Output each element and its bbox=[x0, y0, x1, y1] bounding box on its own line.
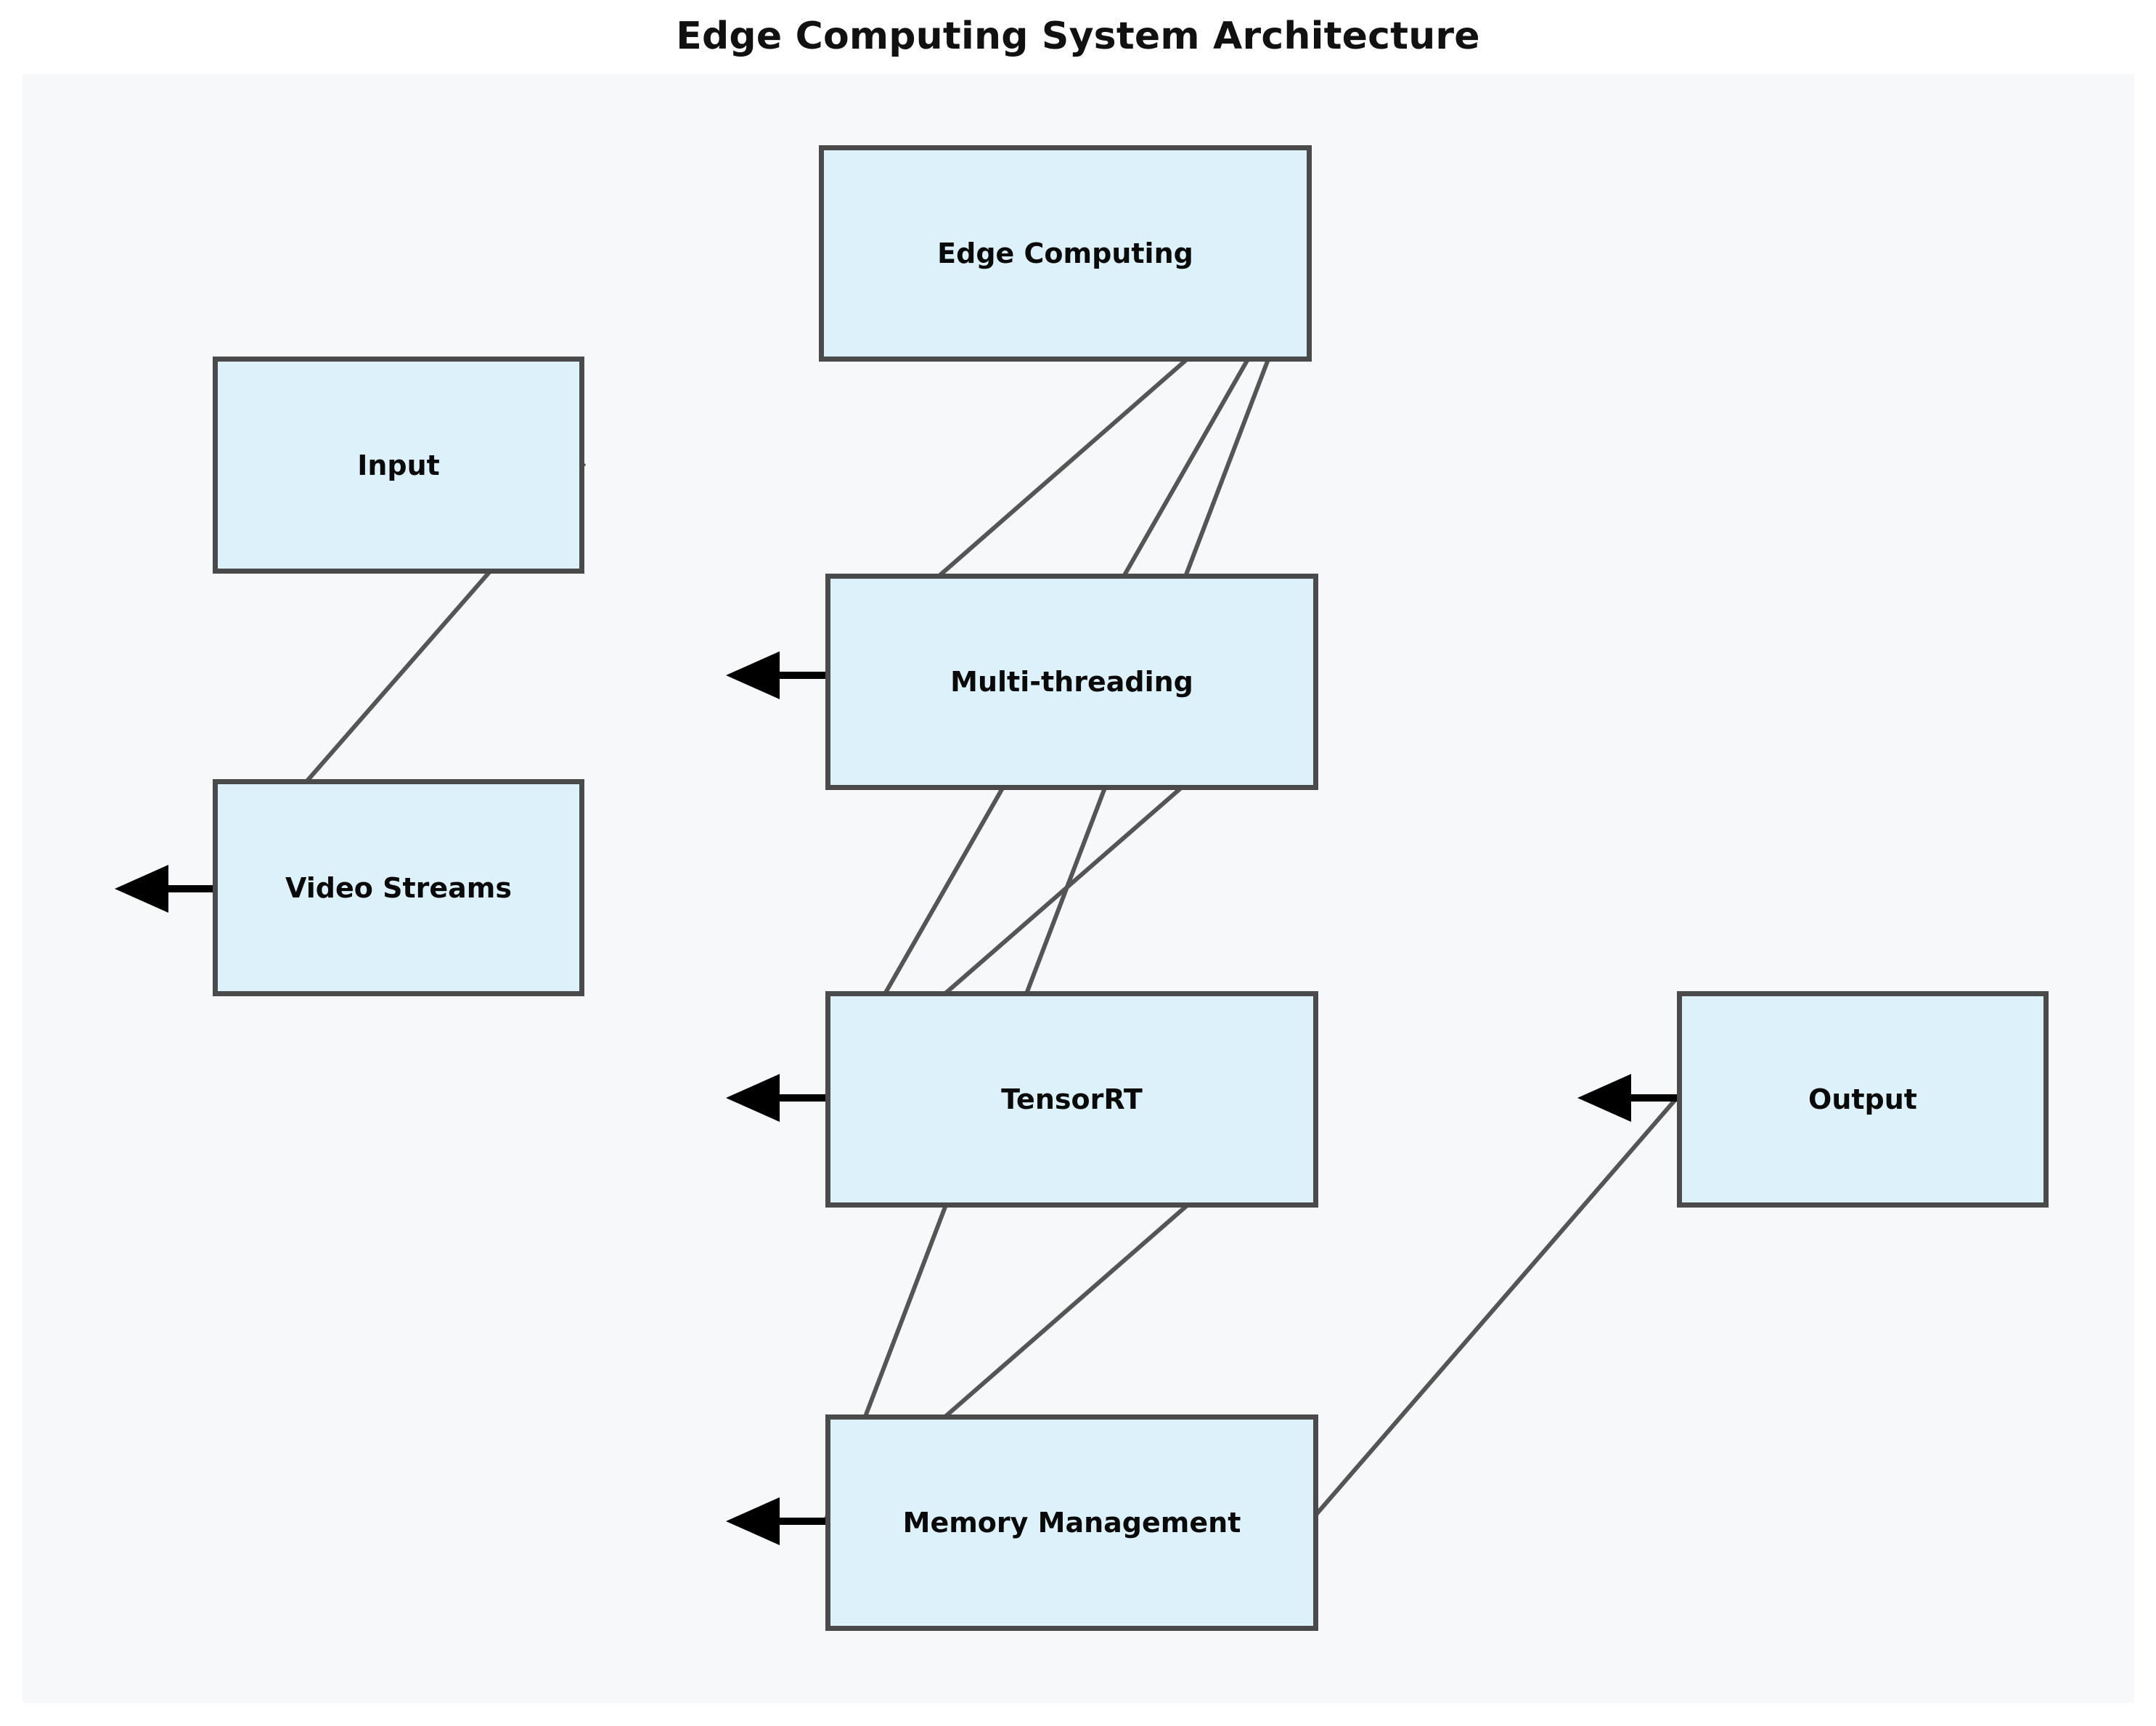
arrow-head bbox=[726, 651, 780, 699]
node-multi_threading[interactable]: Multi-threading bbox=[825, 574, 1318, 790]
node-label-edge_computing: Edge Computing bbox=[937, 237, 1193, 269]
node-video_streams[interactable]: Video Streams bbox=[213, 779, 584, 996]
node-memory_management[interactable]: Memory Management bbox=[825, 1414, 1318, 1631]
node-label-output: Output bbox=[1808, 1083, 1917, 1115]
arrow-head bbox=[115, 865, 168, 913]
arrow-marker-video_streams bbox=[115, 865, 214, 913]
node-input[interactable]: Input bbox=[213, 357, 584, 574]
node-label-input: Input bbox=[357, 449, 440, 481]
node-label-multi_threading: Multi-threading bbox=[950, 666, 1193, 698]
edge-edge_computing-to-memory_management bbox=[823, 251, 1311, 1523]
arrow-head bbox=[1577, 1074, 1631, 1122]
arrow-head bbox=[726, 1497, 780, 1545]
arrow-marker-tensorrt bbox=[726, 1074, 825, 1122]
arrow-head bbox=[726, 1074, 780, 1122]
node-label-tensorrt: TensorRT bbox=[1001, 1083, 1143, 1115]
node-label-video_streams: Video Streams bbox=[285, 871, 512, 904]
edge-memory_management-to-output bbox=[1308, 1096, 1679, 1523]
node-output[interactable]: Output bbox=[1677, 991, 2049, 1208]
arrow-marker-output bbox=[1577, 1074, 1677, 1122]
arrow-marker-memory_management bbox=[726, 1497, 825, 1545]
arrow-marker-multi_threading bbox=[726, 651, 825, 699]
node-tensorrt[interactable]: TensorRT bbox=[825, 991, 1318, 1208]
page-title: Edge Computing System Architecture bbox=[676, 15, 1480, 58]
node-edge_computing[interactable]: Edge Computing bbox=[819, 145, 1312, 362]
node-label-memory_management: Memory Management bbox=[902, 1507, 1241, 1539]
